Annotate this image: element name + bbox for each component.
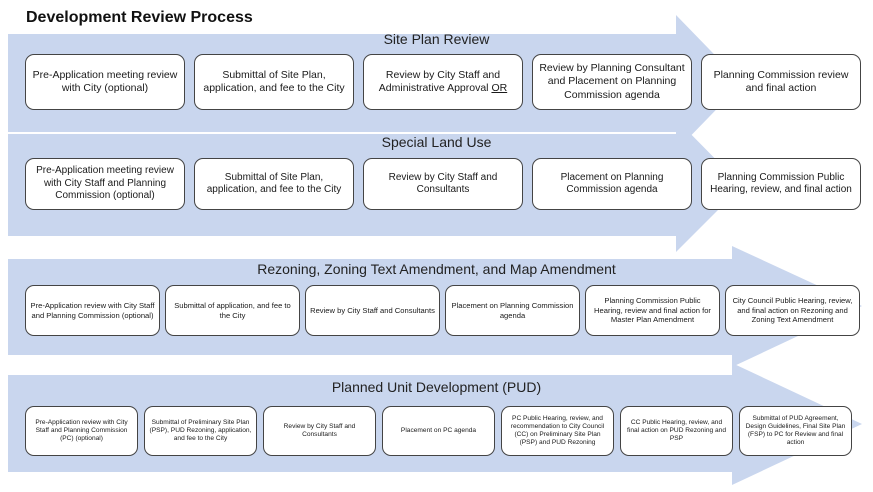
step-box: Pre-Application review with City Staff a… [25, 406, 138, 456]
step-box: Submittal of Preliminary Site Plan (PSP)… [144, 406, 257, 456]
step-box: Submittal of Site Plan, application, and… [194, 158, 354, 210]
step-box: Placement on PC agenda [382, 406, 495, 456]
step-box: Pre-Application meeting review with City… [25, 158, 185, 210]
step-text: PC Public Hearing, review, and recommend… [510, 414, 605, 447]
step-box: CC Public Hearing, review, and final act… [620, 406, 733, 456]
step-text: Submittal of PUD Agreement, Design Guide… [745, 414, 846, 447]
step-text: Placement on Planning Commission agenda [451, 301, 574, 320]
or-emphasis: OR [491, 82, 508, 94]
step-box: City Council Public Hearing, review, and… [725, 285, 860, 336]
step-box: Pre-Application review with City Staff a… [25, 285, 160, 336]
step-box: Placement on Planning Commission agenda [532, 158, 692, 210]
steps-rezoning: Pre-Application review with City Staff a… [25, 285, 860, 336]
step-box: Planning Commission Public Hearing, revi… [701, 158, 861, 210]
step-box: Review by City Staff and Consultants [263, 406, 376, 456]
section-title-rezoning: Rezoning, Zoning Text Amendment, and Map… [257, 261, 616, 277]
step-text: Pre-Application review with City Staff a… [30, 301, 155, 320]
page-title: Development Review Process [26, 9, 253, 26]
step-text: Placement on Planning Commission agenda [560, 171, 664, 196]
steps-site-plan-review: Pre-Application meeting review with City… [25, 54, 861, 110]
step-box: Placement on Planning Commission agenda [445, 285, 580, 336]
step-box: PC Public Hearing, review, and recommend… [501, 406, 614, 456]
step-text: Submittal of Preliminary Site Plan (PSP)… [149, 418, 252, 443]
step-text: Pre-Application review with City Staff a… [35, 418, 128, 443]
step-box: Planning Commission Public Hearing, revi… [585, 285, 720, 336]
step-box: Planning Commission review and final act… [701, 54, 861, 110]
step-box: Pre-Application meeting review with City… [25, 54, 185, 110]
step-box: Submittal of Site Plan, application, and… [194, 54, 354, 110]
section-title-special-land-use: Special Land Use [381, 134, 492, 150]
step-text: Review by City Staff and Consultants [388, 171, 498, 196]
step-text: Planning Commission Public Hearing, revi… [594, 296, 711, 325]
step-text: Planning Commission review and final act… [713, 68, 849, 94]
step-box: Submittal of PUD Agreement, Design Guide… [739, 406, 852, 456]
step-text: Pre-Application meeting review with City… [32, 68, 178, 94]
step-text: Pre-Application meeting review with City… [36, 165, 174, 202]
section-title-pud: Planned Unit Development (PUD) [331, 379, 542, 395]
step-text: Review by City Staff and Consultants [283, 422, 356, 438]
step-box: Review by City Staff and Consultants [305, 285, 440, 336]
step-box: Review by City Staff and Administrative … [363, 54, 523, 110]
step-box: Submittal of application, and fee to the… [165, 285, 300, 336]
section-title-site-plan-review: Site Plan Review [383, 31, 490, 47]
step-text: Placement on PC agenda [400, 426, 477, 434]
step-text: Submittal of Site Plan, application, and… [206, 171, 342, 196]
step-box: Review by Planning Consultant and Placem… [532, 54, 692, 110]
step-text: Planning Commission Public Hearing, revi… [710, 171, 852, 196]
steps-pud: Pre-Application review with City Staff a… [25, 406, 852, 456]
step-box: Review by City Staff and Consultants [363, 158, 523, 210]
step-text: Submittal of application, and fee to the… [174, 301, 291, 320]
step-text: CC Public Hearing, review, and final act… [627, 418, 726, 443]
step-text: Submittal of Site Plan, application, and… [203, 68, 345, 94]
step-text: Review by City Staff and Consultants [310, 305, 435, 315]
steps-special-land-use: Pre-Application meeting review with City… [25, 158, 861, 210]
step-text: City Council Public Hearing, review, and… [732, 296, 853, 325]
step-text: Review by Planning Consultant and Placem… [539, 62, 685, 101]
step-text: Review by City Staff and Administrative … [378, 68, 508, 94]
